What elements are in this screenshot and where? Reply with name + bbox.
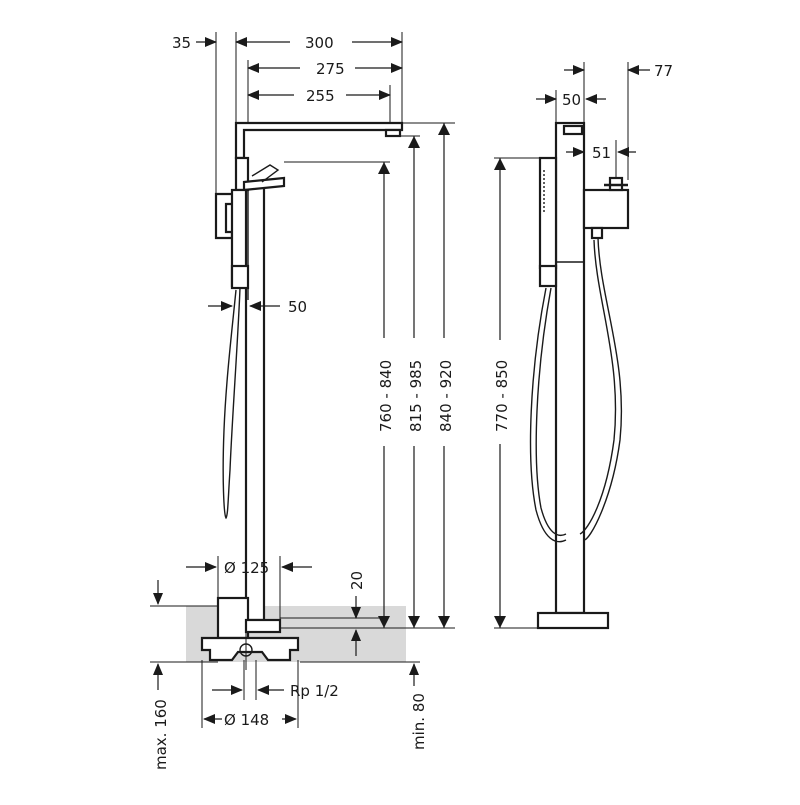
spout-arm	[234, 121, 404, 160]
floor-section	[150, 605, 455, 663]
dim-rp-label: Rp 1/2	[290, 682, 339, 700]
base-plate	[244, 618, 282, 634]
dim-50-label: 50	[288, 298, 307, 316]
dim-160-label: max. 160	[152, 699, 170, 770]
dim-side-770-label-bg	[492, 340, 510, 444]
dim-840-arrow-bottom	[438, 616, 450, 628]
dim-20-label: 20	[348, 571, 366, 590]
dim-840-arrow-top	[438, 123, 450, 135]
side-hand-shower	[538, 156, 558, 270]
side-hose-left	[529, 287, 567, 543]
dim-760-arrow-top	[378, 162, 390, 174]
dim-815-label-bg	[406, 338, 424, 446]
dim-side-770-arrow-top	[494, 158, 506, 170]
lever-grip	[251, 164, 280, 183]
dim-35-label: 35	[172, 34, 191, 52]
dim-840-label-bg	[436, 338, 454, 446]
dim-148-label: Ø 148	[224, 711, 269, 729]
side-hose-outlet	[590, 226, 604, 240]
shower-hose	[222, 287, 241, 520]
spout-outlet	[384, 128, 402, 138]
dim-840-label: 840 - 920	[437, 360, 455, 432]
dim-815-label: 815 - 985	[407, 360, 425, 432]
dim-125-label: Ø 125	[224, 559, 269, 577]
front-view-dimensions: 35 300 275 255 50 760 - 840 815 - 985	[152, 32, 455, 770]
dim-760-label: 760 - 840	[377, 360, 395, 432]
dim-side-770-arrow-bottom	[494, 616, 506, 628]
side-valve-body	[582, 188, 630, 230]
side-hose-left-inner	[535, 287, 567, 536]
dim-815-arrow-top	[408, 136, 420, 148]
dim-760-label-bg	[376, 338, 394, 446]
dim-side-770-label: 770 - 850	[493, 360, 511, 432]
dim-80-label: min. 80	[410, 693, 428, 750]
side-hose-right-inner	[579, 239, 617, 535]
side-hose-right	[583, 237, 623, 541]
dim-side-50-label: 50	[562, 91, 581, 109]
base-cover	[216, 596, 250, 640]
dim-815-arrow-bottom	[408, 616, 420, 628]
front-view-mixer	[200, 121, 404, 670]
dim-275-label: 275	[316, 60, 345, 78]
side-foot-plate	[536, 611, 610, 630]
side-view-mixer	[529, 121, 630, 630]
dim-side-77-label: 77	[654, 62, 673, 80]
dim-760-arrow-bottom	[378, 616, 390, 628]
mixer-lever	[242, 176, 286, 192]
rough-in-body	[200, 636, 300, 662]
hand-shower-grip	[230, 264, 250, 290]
dim-300-label: 300	[305, 34, 334, 52]
side-shower-grip	[538, 264, 558, 288]
dim-side-51-label: 51	[592, 144, 611, 162]
dim-255-label: 255	[306, 87, 335, 105]
side-top-cap	[562, 124, 584, 136]
side-riser	[554, 121, 586, 615]
side-view-dimensions: 77 50 51 770 - 850	[492, 62, 673, 629]
